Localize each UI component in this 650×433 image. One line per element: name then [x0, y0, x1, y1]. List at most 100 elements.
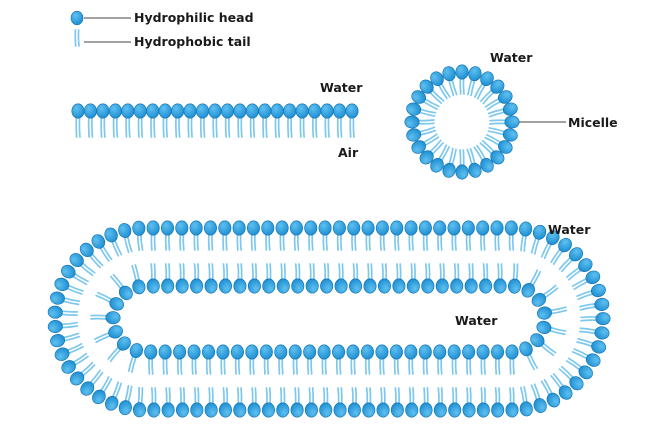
- lipid-head: [220, 103, 234, 119]
- phospholipid: [204, 387, 218, 418]
- phospholipid: [565, 357, 593, 380]
- phospholipid: [158, 344, 172, 375]
- lipid-head: [418, 344, 432, 360]
- lipid-bilayer: [47, 220, 611, 418]
- phospholipid: [519, 341, 538, 371]
- lipid-head: [305, 278, 319, 294]
- lipid-head: [455, 164, 469, 180]
- lipid-head: [183, 103, 197, 119]
- phospholipid: [462, 387, 476, 418]
- lipid-head: [505, 344, 519, 360]
- phospholipid: [347, 387, 361, 418]
- lipid-head: [232, 220, 246, 236]
- phospholipid: [558, 247, 584, 273]
- lipid-head: [376, 402, 390, 418]
- phospholipid: [466, 147, 482, 178]
- phospholipid: [464, 263, 478, 294]
- lipid-head: [258, 103, 272, 119]
- lipid-head: [491, 402, 505, 418]
- phospholipid: [404, 220, 418, 251]
- phospholipid: [349, 263, 363, 294]
- phospholipid: [233, 387, 247, 418]
- phospholipid: [262, 263, 276, 294]
- phospholipid: [147, 387, 161, 418]
- lipid-head: [173, 344, 187, 360]
- lipid-head: [54, 277, 70, 292]
- phospholipid: [345, 103, 359, 138]
- phospholipid: [83, 103, 97, 138]
- lipid-head: [218, 220, 232, 236]
- lipid-head: [594, 297, 610, 311]
- legend: Hydrophilic head Hydrophobic tail: [70, 10, 254, 49]
- phospholipid: [233, 103, 247, 138]
- lipid-head: [247, 402, 261, 418]
- phospholipid: [173, 344, 187, 375]
- lipid-head: [411, 140, 426, 154]
- phospholipid: [467, 66, 482, 97]
- lipid-head: [519, 401, 533, 417]
- lipid-head: [569, 376, 584, 391]
- lipid-head: [230, 344, 244, 360]
- lipid-head: [50, 334, 66, 348]
- lipid-head: [433, 344, 447, 360]
- phospholipid: [47, 319, 79, 333]
- lipid-head: [233, 278, 247, 294]
- phospholipid: [447, 220, 461, 251]
- lipid-head: [70, 371, 85, 386]
- phospholipid: [450, 263, 464, 294]
- phospholipid: [187, 344, 201, 375]
- phospholipid: [392, 263, 406, 294]
- phospholipid: [530, 224, 547, 255]
- phospholipid: [418, 344, 432, 375]
- lipid-head: [346, 344, 360, 360]
- phospholipid: [290, 387, 304, 418]
- lipid-head: [288, 344, 302, 360]
- lipid-head: [317, 344, 331, 360]
- lipid-head: [132, 220, 146, 236]
- phospholipid: [390, 387, 404, 418]
- phospholipid: [61, 264, 89, 286]
- phospholipid: [95, 291, 124, 311]
- lipid-head: [233, 103, 247, 119]
- lipid-head: [283, 103, 297, 119]
- phospholipid: [245, 103, 259, 138]
- lipid-head: [158, 103, 172, 119]
- phospholipid: [175, 387, 189, 418]
- lipid-head: [105, 395, 119, 411]
- phospholipid: [49, 291, 81, 306]
- lipid-head: [447, 220, 461, 236]
- lipid-head: [404, 220, 418, 236]
- lipid-head: [349, 278, 363, 294]
- lipid-head: [190, 402, 204, 418]
- hydrophobic-tail-icon: [74, 29, 80, 47]
- phospholipid: [333, 103, 347, 138]
- monolayer: [71, 103, 359, 138]
- phospholipid: [530, 383, 547, 413]
- phospholipid: [275, 220, 289, 251]
- monolayer-air-label: Air: [338, 145, 359, 160]
- lipid-head: [389, 344, 403, 360]
- phospholipid: [320, 103, 334, 138]
- lipid-head: [261, 402, 275, 418]
- outer-water-label: Water: [548, 222, 591, 237]
- lipid-head: [132, 279, 146, 295]
- lipid-head: [433, 220, 447, 236]
- phospholipid: [261, 220, 275, 251]
- lipid-head: [303, 344, 317, 360]
- lipid-head: [189, 220, 203, 236]
- phospholipid: [389, 344, 403, 375]
- lipid-head: [304, 220, 318, 236]
- lipid-head: [362, 402, 376, 418]
- lipid-head: [202, 344, 216, 360]
- phospholipid: [579, 297, 610, 311]
- phospholipid: [50, 332, 81, 348]
- lipid-head: [203, 220, 217, 236]
- phospholipid: [491, 387, 505, 418]
- lipid-head: [464, 278, 478, 294]
- phospholipid: [442, 147, 457, 178]
- phospholipid: [405, 387, 419, 418]
- lipid-head: [595, 312, 611, 326]
- phospholipid: [304, 220, 318, 251]
- lipid-head: [118, 223, 132, 238]
- phospholipid: [54, 343, 84, 361]
